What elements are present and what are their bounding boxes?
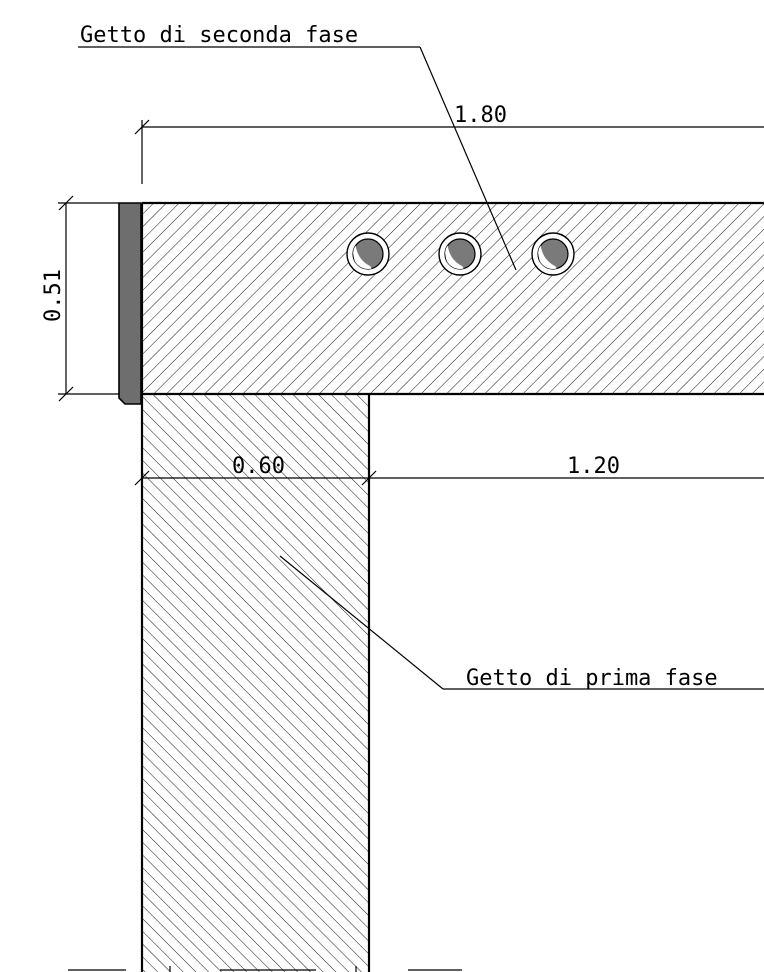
duct-2 — [438, 232, 482, 276]
wall-first-phase — [140, 394, 371, 972]
label-second-phase-text: Getto di seconda fase — [80, 23, 358, 48]
label-first-phase-text: Getto di prima fase — [466, 666, 718, 691]
duct-1 — [346, 232, 390, 276]
bottom-cut-lines — [68, 966, 462, 972]
dimension-wall-width-label: 0.60 — [232, 454, 285, 479]
slab-second-phase — [140, 201, 764, 396]
label-first-phase: Getto di prima fase — [279, 555, 764, 691]
dimension-total-width: 1.80 — [134, 103, 764, 184]
dimension-slab-thickness: 0.51 — [41, 195, 119, 402]
dimension-slab-thickness-label: 0.51 — [41, 269, 66, 322]
dimension-cantilever-label: 1.20 — [567, 454, 620, 479]
edge-strip — [118, 202, 142, 405]
dimension-total-width-label: 1.80 — [454, 103, 507, 128]
label-second-phase: Getto di seconda fase — [78, 23, 517, 271]
duct-3 — [531, 232, 575, 276]
dimension-wall-cantilever: 0.60 1.20 — [134, 454, 764, 486]
